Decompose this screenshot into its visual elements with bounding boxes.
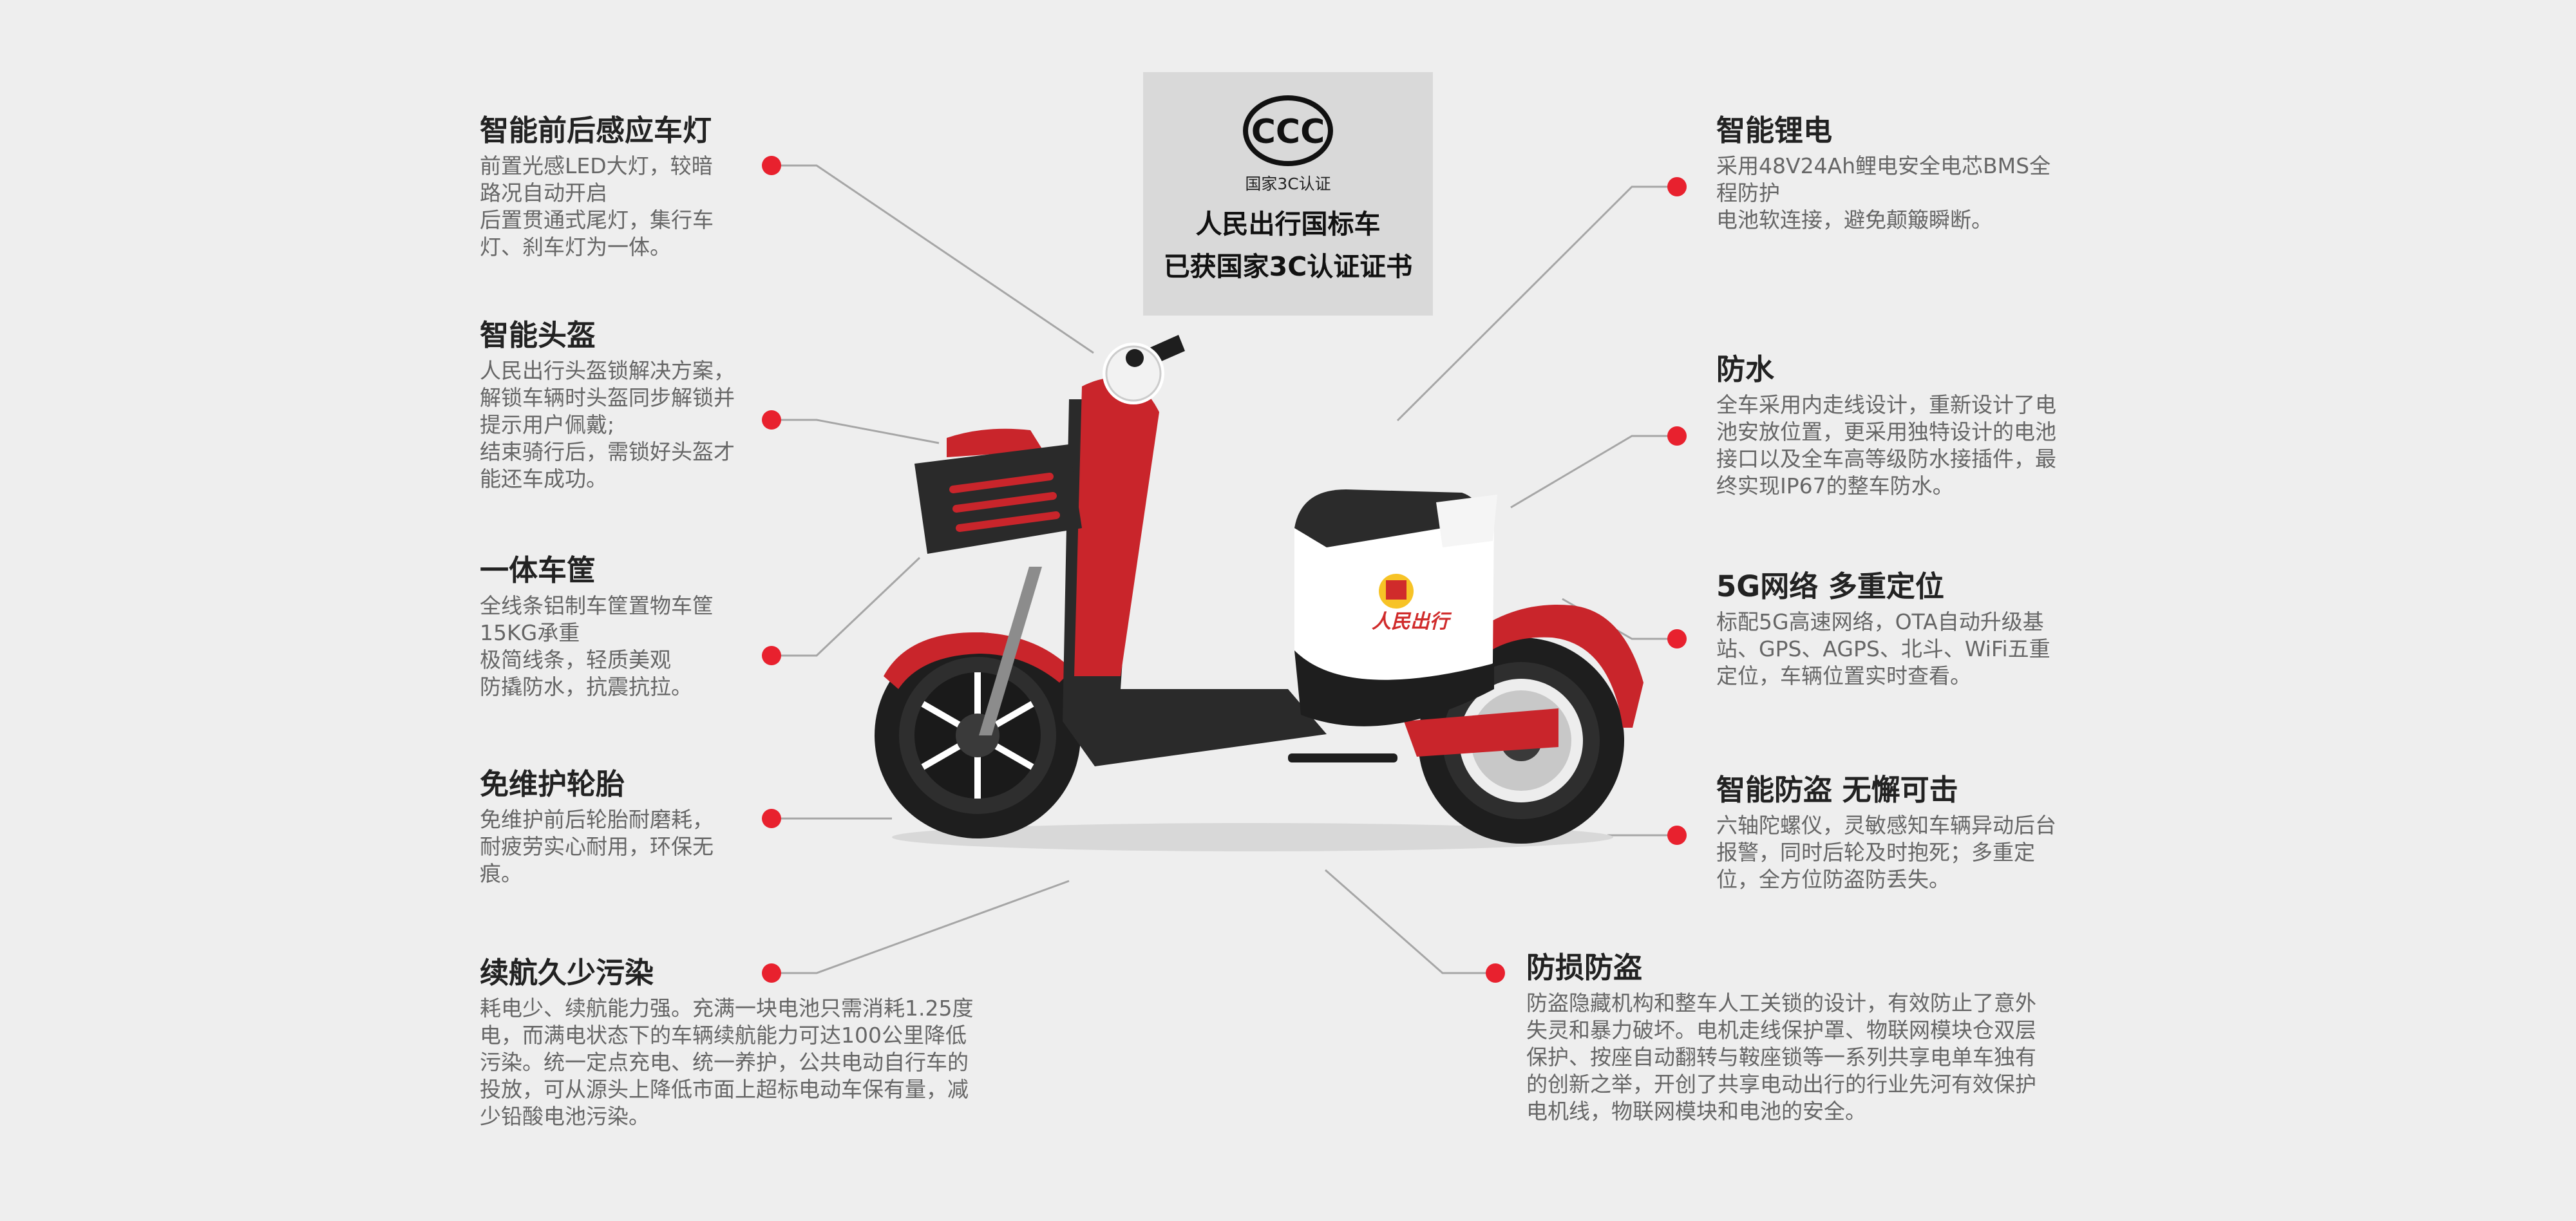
feature-antitheft: 智能防盗 无懈可击 六轴陀螺仪，灵敏感知车辆异动后台 报警，同时后轮及时抱死；多… [1716, 772, 2109, 893]
callout-dot-damage [1486, 963, 1505, 983]
feature-title: 5G网络 多重定位 [1716, 569, 1944, 603]
callout-dot-battery [1667, 177, 1687, 196]
feature-description: 免维护前后轮胎耐磨耗， 耐疲劳实心耐用，环保无 痕。 [480, 807, 714, 887]
feature-title: 免维护轮胎 [480, 767, 625, 801]
leader-line-battery [1396, 185, 1677, 422]
front-wheel [875, 632, 1081, 838]
leader-line-range [772, 880, 1070, 974]
feature-description: 采用48V24Ah鲤电安全电芯BMS全 程防护 电池软连接，避免颠簸瞬断。 [1716, 153, 2051, 233]
feature-description: 标配5G高速网络，OTA自动升级基 站、GPS、AGPS、北斗、WiFi五重 定… [1716, 609, 2050, 689]
feature-title: 智能头盔 [480, 318, 596, 352]
callout-dot-network [1667, 629, 1687, 648]
leader-line-helmet [772, 419, 940, 444]
svg-text:CCC: CCC [1251, 113, 1325, 151]
callout-dot-antitheft [1667, 826, 1687, 845]
cert-headline-1: 人民出行国标车 [1195, 209, 1381, 240]
feature-title: 防水 [1716, 352, 1775, 386]
leader-line-basket [772, 556, 921, 657]
feature-title: 智能锂电 [1716, 113, 1833, 147]
cert-headline-2: 已获国家3C认证证书 [1163, 251, 1413, 282]
feature-lights: 智能前后感应车灯 前置光感LED大灯，较暗 路况自动开启 后置贯通式尾灯，集行车… [480, 113, 750, 261]
feature-title: 智能前后感应车灯 [480, 113, 712, 147]
feature-waterproof: 防水 全车采用内走线设计，重新设计了电 池安放位置，更采用独特设计的电池 接口以… [1716, 352, 2109, 500]
callout-dot-tire [762, 809, 781, 828]
callout-dot-helmet [762, 410, 781, 430]
leader-line-waterproof [1510, 435, 1677, 509]
feature-battery: 智能锂电 采用48V24Ah鲤电安全电芯BMS全 程防护 电池软连接，避免颠簸瞬… [1716, 113, 2109, 234]
feature-description: 防盗隐藏机构和整车人工关锁的设计，有效防止了意外 失灵和暴力破坏。电机走线保护罩… [1526, 990, 2036, 1124]
scooter-brand-text: 人民出行 [1372, 610, 1449, 633]
feature-description: 六轴陀螺仪，灵敏感知车辆异动后台 报警，同时后轮及时抱死；多重定 位，全方位防盗… [1716, 813, 2056, 893]
ccc-icon: CCC [1243, 95, 1333, 166]
feature-title: 续航久少污染 [480, 956, 654, 990]
feature-range: 续航久少污染 耗电少、续航能力强。充满一块电池只需消耗1.25度 电，而满电状态… [480, 955, 1034, 1130]
callout-dot-lights [762, 156, 781, 175]
callout-dot-waterproof [1667, 426, 1687, 446]
feature-description: 人民出行头盔锁解决方案， 解锁车辆时头盔同步解锁并 提示用户佩戴; 结束骑行后，… [480, 358, 735, 491]
feature-helmet: 智能头盔 人民出行头盔锁解决方案， 解锁车辆时头盔同步解锁并 提示用户佩戴; 结… [480, 317, 757, 493]
feature-damage: 防损防盗 防盗隐藏机构和整车人工关锁的设计，有效防止了意外 失灵和暴力破坏。电机… [1526, 950, 2099, 1125]
feature-title: 智能防盗 无懈可击 [1716, 773, 1958, 807]
feature-description: 全车采用内走线设计，重新设计了电 池安放位置，更采用独特设计的电池 接口以及全车… [1716, 392, 2056, 498]
feature-description: 全线条铝制车筐置物车筐 15KG承重 极简线条，轻质美观 防撬防水，抗震抗拉。 [480, 593, 714, 699]
feature-basket: 一体车筐 全线条铝制车筐置物车筐 15KG承重 极简线条，轻质美观 防撬防水，抗… [480, 553, 757, 701]
ccc-logo: CCC [1143, 95, 1433, 169]
callout-dot-basket [762, 646, 781, 665]
feature-description: 耗电少、续航能力强。充满一块电池只需消耗1.25度 电，而满电状态下的车辆续航能… [480, 996, 974, 1129]
certification-badge: CCC 国家3C认证 人民出行国标车 已获国家3C认证证书 [1143, 72, 1433, 316]
cert-label: 国家3C认证 [1245, 175, 1331, 193]
leader-line-lights [772, 164, 1094, 354]
feature-description: 前置光感LED大灯，较暗 路况自动开启 后置贯通式尾灯，集行车 灯、刹车灯为一体… [480, 153, 714, 260]
feature-tire: 免维护轮胎 免维护前后轮胎耐磨耗， 耐疲劳实心耐用，环保无 痕。 [480, 766, 757, 887]
leader-line-damage [1325, 869, 1495, 974]
feature-title: 防损防盗 [1526, 951, 1643, 985]
callout-dot-range [762, 963, 781, 983]
feature-title: 一体车筐 [480, 553, 596, 587]
feature-network: 5G网络 多重定位 标配5G高速网络，OTA自动升级基 站、GPS、AGPS、北… [1716, 569, 2109, 690]
